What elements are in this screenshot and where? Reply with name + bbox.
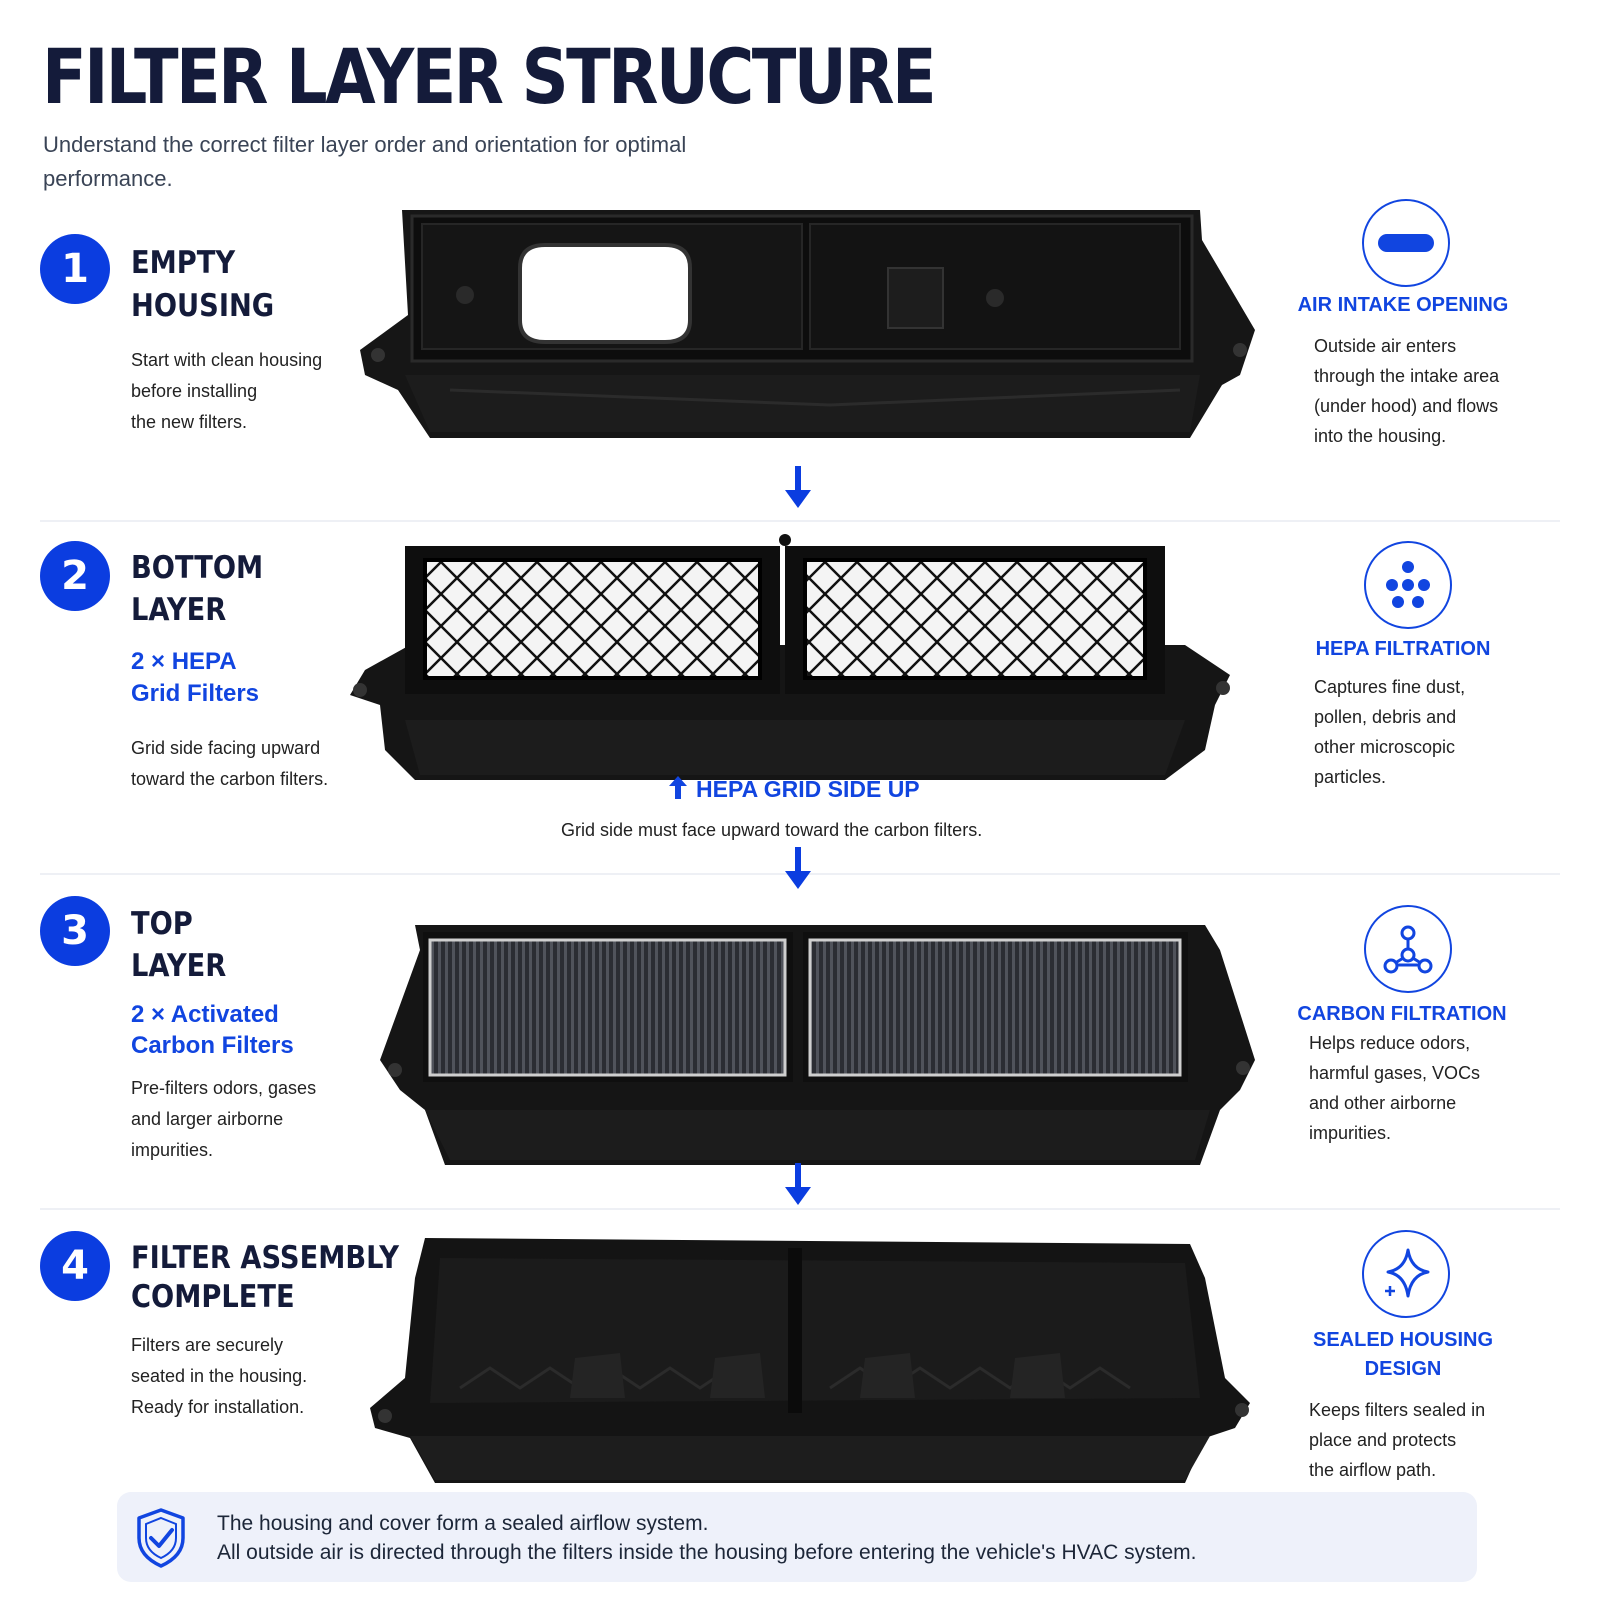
page-subtitle: Understand the correct filter layer orde… (43, 132, 687, 191)
hepa-orientation-note: Grid side must face upward toward the ca… (561, 820, 983, 840)
down-arrow-icon (785, 1163, 811, 1205)
step-title-line2: LAYER (131, 948, 227, 984)
down-arrow-icon (785, 847, 811, 889)
step-description: Filters are securely seated in the housi… (131, 1335, 308, 1417)
step-title-line2: HOUSING (131, 288, 275, 324)
molecule-icon (1364, 905, 1452, 993)
section-divider (40, 520, 1560, 522)
step-number-badge: 3 (40, 896, 110, 966)
note-line2: All outside air is directed through the … (217, 1541, 1197, 1564)
step-title-line1: EMPTY (131, 245, 236, 281)
step-number-badge: 4 (40, 1231, 110, 1301)
feature-description: Outside air enters through the intake ar… (1314, 336, 1500, 446)
step-title-line2: COMPLETE (131, 1279, 295, 1315)
assembled-housing-image (370, 1238, 1250, 1483)
step-subtitle-line2: Carbon Filters (131, 1032, 294, 1059)
section-divider (40, 1208, 1560, 1210)
step-description: Start with clean housing before installi… (131, 350, 323, 432)
page-title: FILTER LAYER STRUCTURE (42, 32, 937, 121)
step-subtitle-line1: 2 × Activated (131, 1001, 279, 1028)
empty-housing-image (360, 210, 1255, 438)
feature-title: CARBON FILTRATION (1297, 1003, 1507, 1025)
step-title-line1: BOTTOM (131, 550, 264, 586)
hepa-dots-icon (1364, 541, 1452, 629)
step-title-line1: FILTER ASSEMBLY (131, 1240, 400, 1276)
step-subtitle-line2: Grid Filters (131, 680, 260, 707)
shield-check-icon (137, 1508, 185, 1568)
feature-title-line1: SEALED HOUSING (1312, 1329, 1494, 1351)
feature-description: Keeps filters sealed in place and protec… (1309, 1400, 1486, 1480)
step-number-badge: 1 (40, 234, 110, 304)
sealed-system-note: The housing and cover form a sealed airf… (117, 1492, 1477, 1582)
intake-opening-icon (1362, 199, 1450, 287)
step-number-badge: 2 (40, 541, 110, 611)
step-title-line1: TOP (131, 906, 193, 942)
note-line1: The housing and cover form a sealed airf… (217, 1512, 709, 1535)
step-subtitle-line1: 2 × HEPA (131, 648, 237, 675)
feature-description: Helps reduce odors, harmful gases, VOCs … (1309, 1033, 1481, 1143)
step-description: Pre-filters odors, gases and larger airb… (131, 1078, 317, 1160)
hepa-grid-side-up-label: HEPA GRID SIDE UP (668, 775, 920, 803)
hepa-filter-layer-image (350, 534, 1230, 780)
feature-title: AIR INTAKE OPENING (1297, 294, 1509, 316)
sparkle-icon (1362, 1230, 1450, 1318)
step-title-line2: LAYER (131, 592, 227, 628)
feature-description: Captures fine dust, pollen, debris and o… (1314, 677, 1466, 787)
carbon-filter-layer-image (380, 925, 1255, 1165)
feature-title-line2: DESIGN (1364, 1358, 1442, 1380)
step-description: Grid side facing upward toward the carbo… (131, 738, 329, 789)
feature-title: HEPA FILTRATION (1315, 638, 1491, 660)
down-arrow-icon (785, 466, 811, 508)
up-arrow-icon (669, 776, 687, 799)
